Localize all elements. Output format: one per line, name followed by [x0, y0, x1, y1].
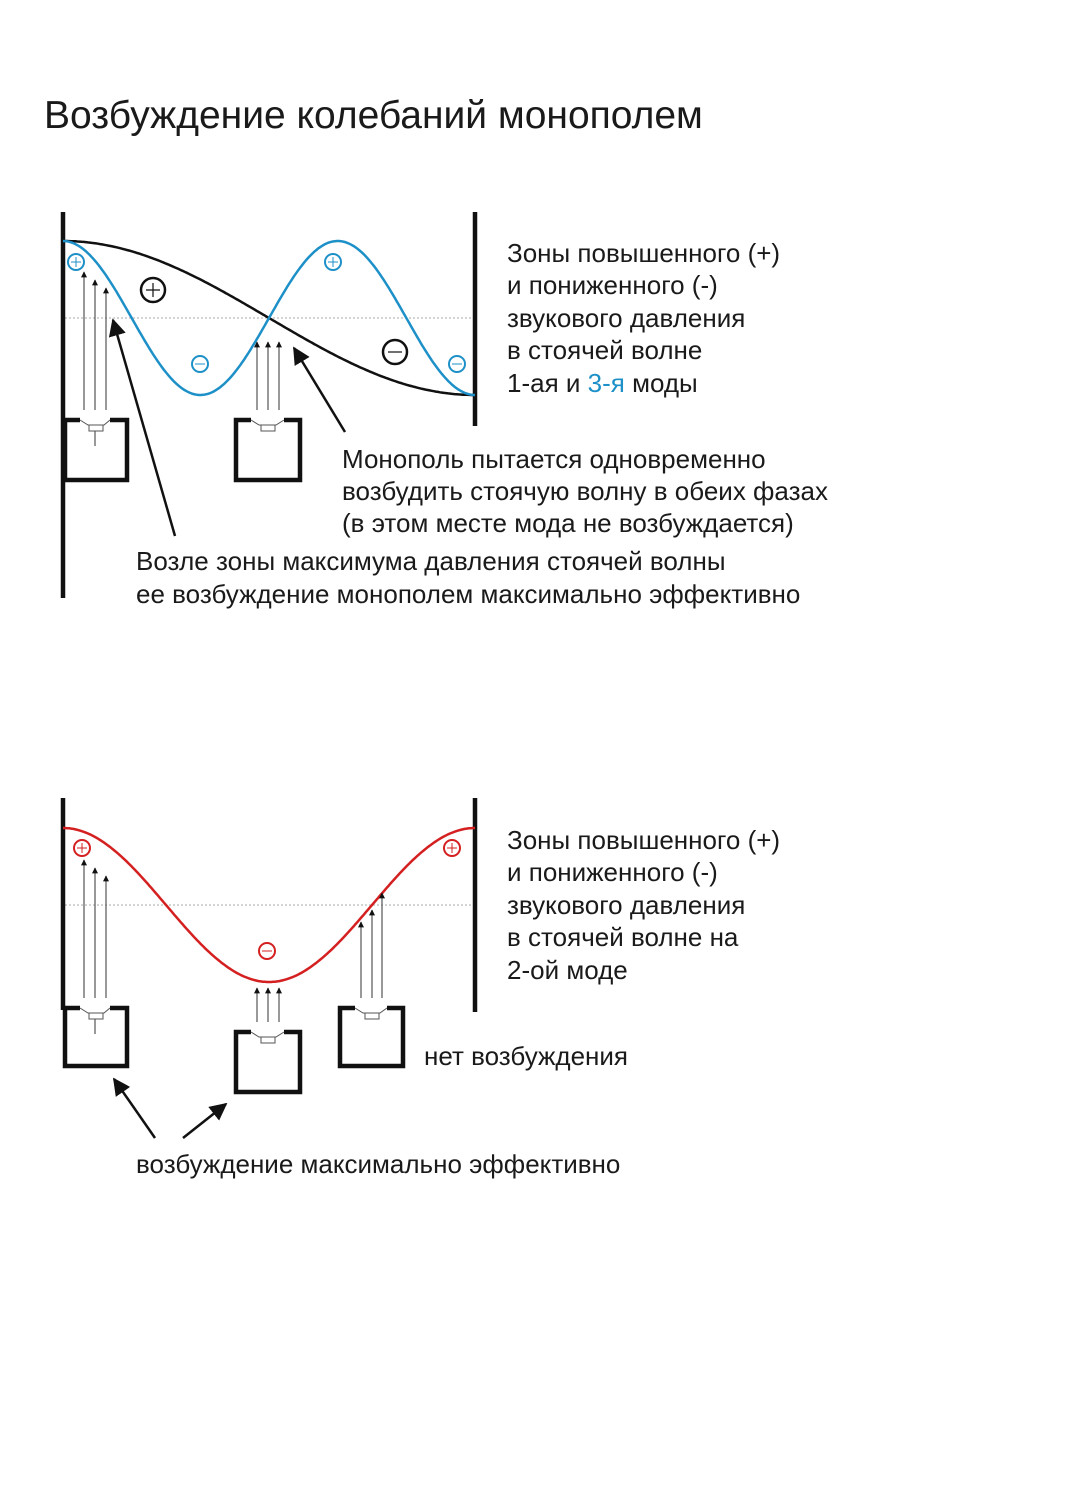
legend-line: 2-ой моде: [507, 955, 628, 985]
speaker-box: [337, 892, 406, 1069]
pointer-arrow: [112, 1077, 157, 1139]
legend-line: Зоны повышенного (+): [507, 825, 780, 855]
minus-zone-marker: [258, 942, 276, 960]
max-pressure-note: ее возбуждение монополем максимально эфф…: [136, 579, 800, 609]
pointer-arrow: [182, 1102, 228, 1139]
no-excitation-label: нет возбуждения: [424, 1041, 628, 1071]
plus-zone-marker: [139, 276, 167, 304]
top-legend: Зоны повышенного (+) и пониженного (-) з…: [507, 238, 780, 398]
legend-text: 1-ая и: [507, 368, 588, 398]
plus-zone-marker: [67, 253, 85, 271]
minus-zone-marker: [448, 355, 466, 373]
mode3-curve: [62, 239, 476, 397]
mode2-curve: [63, 826, 475, 984]
plus-zone-marker: [443, 839, 461, 857]
speaker-box: [62, 859, 130, 1069]
legend-line: звукового давления: [507, 303, 745, 333]
legend-line: звукового давления: [507, 890, 745, 920]
monopole-note: Монополь пытается одновременно: [342, 444, 766, 474]
minus-zone-marker: [381, 338, 409, 366]
effective-excitation-label: возбуждение максимально эффективно: [136, 1149, 620, 1179]
legend-line: в стоячей волне: [507, 335, 702, 365]
plus-zone-marker: [73, 839, 91, 857]
page-title: Возбуждение колебаний монополем: [44, 94, 703, 137]
speaker-box: [233, 987, 303, 1095]
legend-text: моды: [625, 368, 698, 398]
legend-line: в стоячей волне на: [507, 922, 739, 952]
pointer-arrow: [292, 346, 347, 433]
legend-line-modes: 1-ая и 3-я моды: [507, 368, 698, 398]
bottom-legend: Зоны повышенного (+) и пониженного (-) з…: [507, 825, 780, 985]
bottom-diagram: Зоны повышенного (+) и пониженного (-) з…: [60, 798, 780, 1179]
minus-zone-marker: [191, 355, 209, 373]
pointer-arrow: [108, 318, 177, 537]
max-pressure-note: Возле зоны максимума давления стоячей во…: [136, 546, 726, 576]
legend-line: и пониженного (-): [507, 270, 718, 300]
top-diagram: Зоны повышенного (+) и пониженного (-) з…: [60, 212, 828, 609]
legend-line: и пониженного (-): [507, 857, 718, 887]
speaker-box: [233, 341, 303, 483]
monopole-note: возбудить стоячую волну в обеих фазах: [342, 476, 828, 506]
legend-line: Зоны повышенного (+): [507, 238, 780, 268]
speaker-box: [62, 271, 130, 483]
mode3-label: 3-я: [588, 368, 625, 398]
monopole-note: (в этом месте мода не возбуждается): [342, 508, 794, 538]
plus-zone-marker: [324, 253, 342, 271]
